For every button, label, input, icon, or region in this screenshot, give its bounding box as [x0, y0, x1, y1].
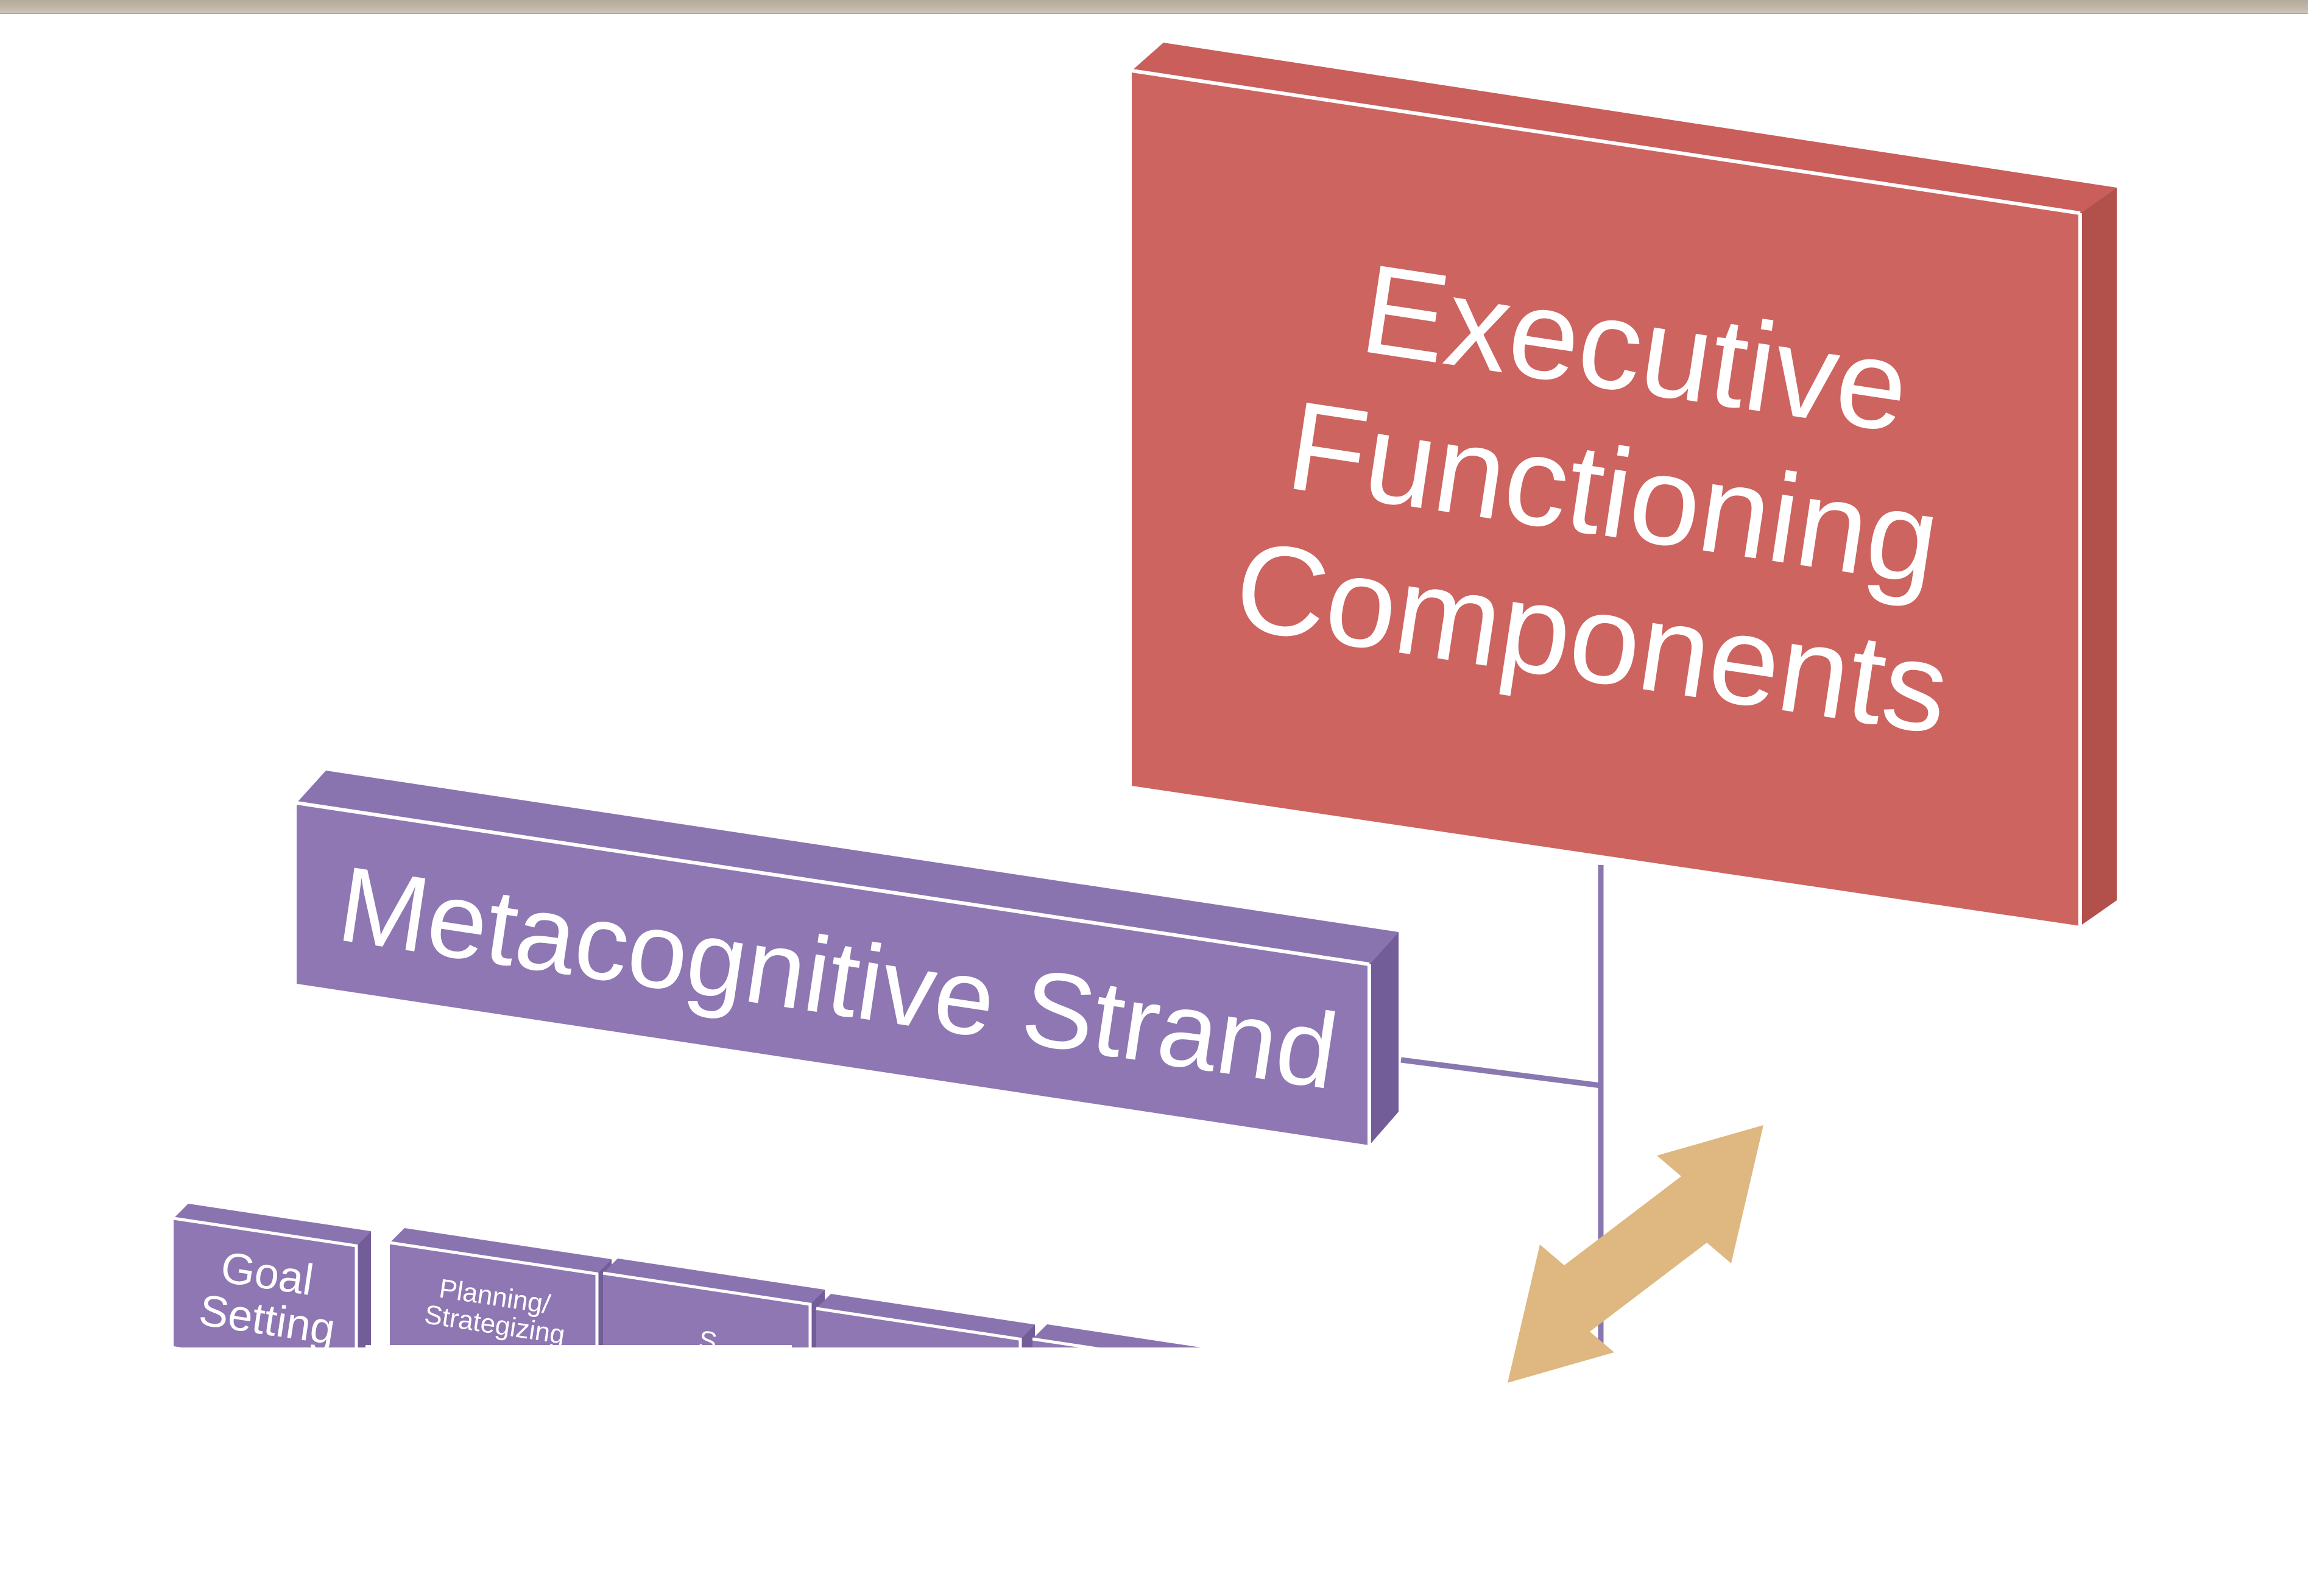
meta-child-box-edge — [173, 1216, 358, 1374]
cutoff-region — [0, 1347, 2308, 1596]
root-box: Executive Functioning Components — [1131, 43, 2117, 926]
cutoff-region — [365, 1345, 792, 1467]
meta-child-box-top-face — [816, 1294, 1035, 1340]
root-box-top-face — [1132, 43, 2117, 213]
strand-box-front-face — [297, 803, 1369, 1145]
meta-child-box-top-face — [390, 1228, 612, 1274]
strand-box-side-face — [1369, 932, 1399, 1145]
meta-child-box-top-face — [603, 1259, 825, 1305]
meta-child-box-front-face — [174, 1218, 356, 1374]
root-box-edge — [1131, 69, 2081, 215]
meta-child-box-top-face — [174, 1204, 371, 1246]
root-box-front-face — [1132, 71, 2080, 926]
strand-box-edge — [296, 801, 1370, 966]
meta-child-box-edge — [389, 1241, 599, 1378]
strand-box: Metacognitive Strand — [296, 771, 1399, 1145]
root-box-side-face — [2080, 188, 2117, 926]
meta-child-box-front-face — [390, 1243, 597, 1378]
cutoff-region — [1279, 1340, 1438, 1596]
strand-box-top-face — [297, 771, 1399, 964]
double-arrow-icon — [1508, 1125, 1763, 1383]
strand-connector — [1400, 1057, 1601, 1089]
top-bar — [0, 0, 2308, 14]
double-headed-arrow-icon — [1508, 1125, 1763, 1383]
meta-child-box-side-face — [356, 1231, 371, 1374]
